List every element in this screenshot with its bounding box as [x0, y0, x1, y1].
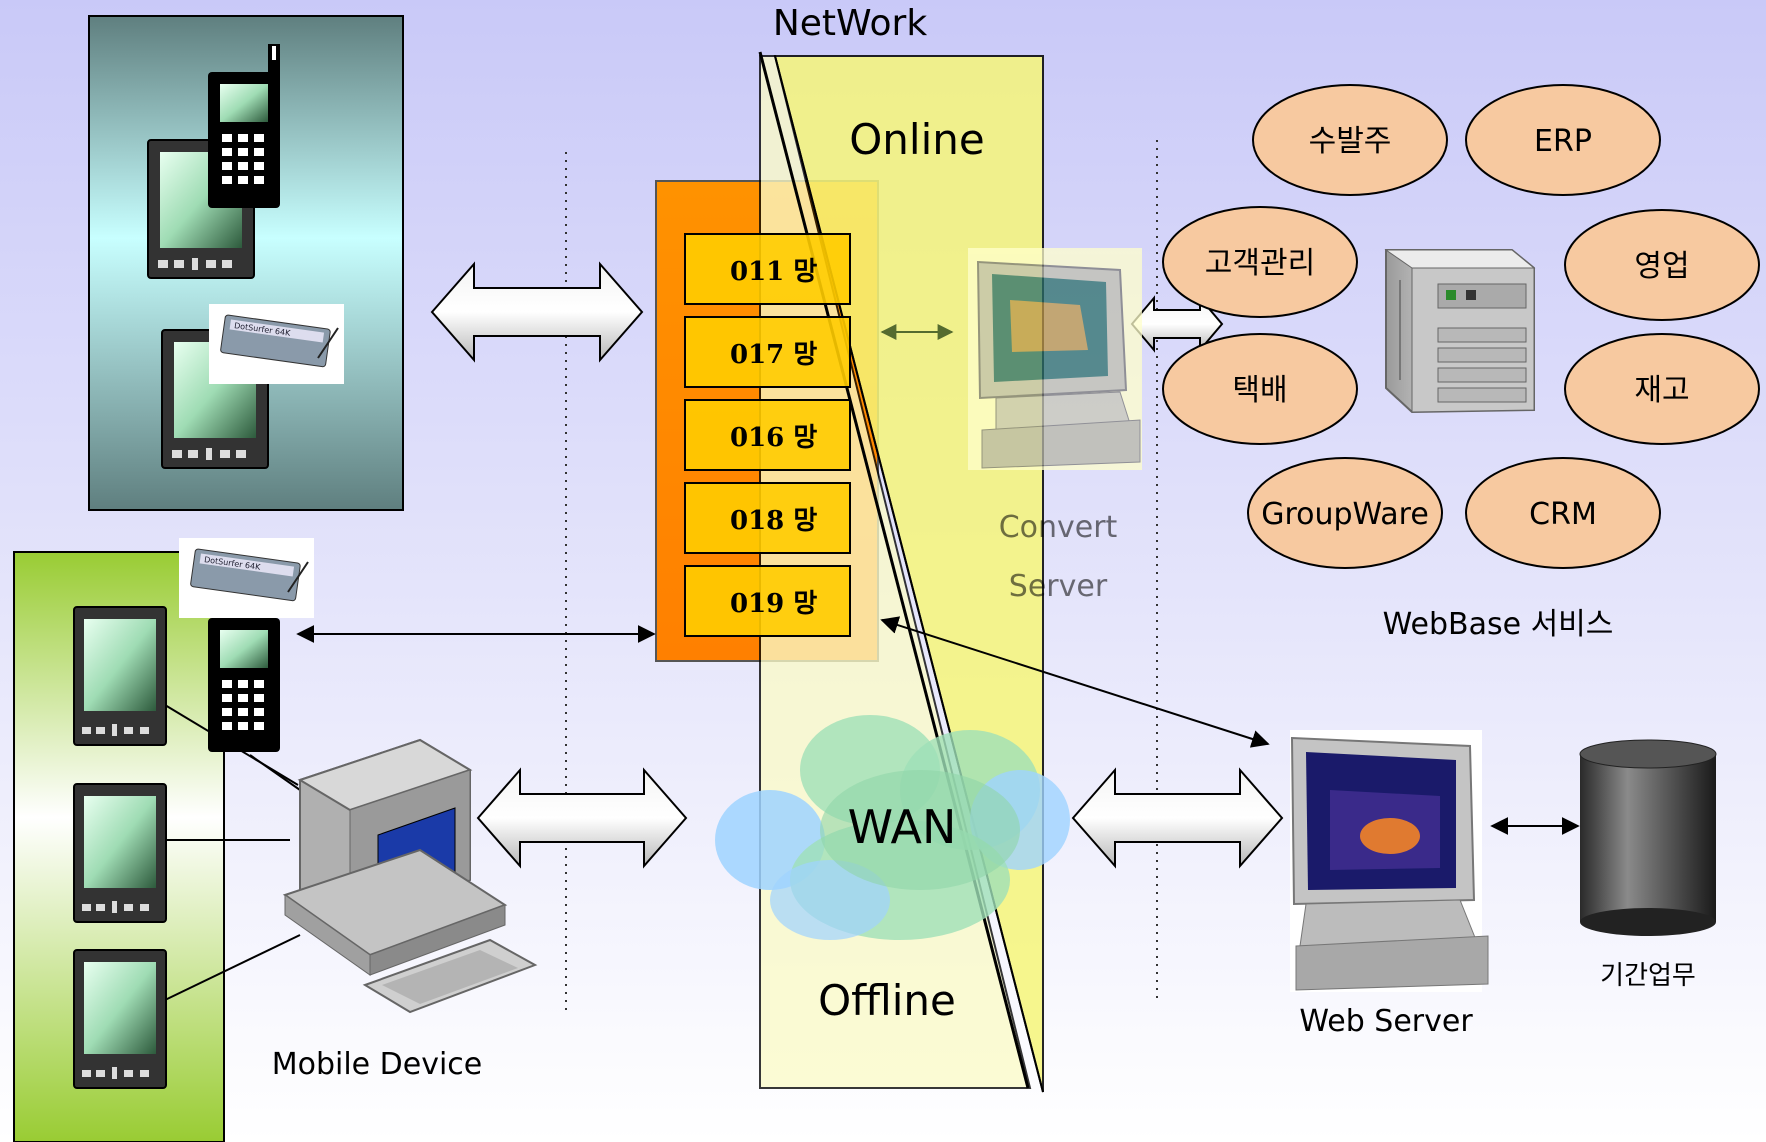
- network-box-label: 011 망: [730, 257, 817, 287]
- service-label: GroupWare: [1261, 497, 1429, 532]
- database-icon: [1579, 739, 1717, 936]
- service-ellipse: [1252, 84, 1448, 196]
- convert-server-icon: [968, 248, 1142, 470]
- bidirectional-arrow-convert-services: [1130, 295, 1224, 353]
- network-box-label: 018 망: [730, 506, 817, 536]
- network-column: [655, 51, 1070, 1093]
- desktop-pc-icon: [282, 738, 538, 1014]
- network-box: [684, 565, 851, 637]
- network-box: [684, 399, 851, 471]
- mobile-device-label: Mobile Device: [272, 1047, 483, 1082]
- pda-icon: [73, 949, 167, 1089]
- cell-phone-icon: [208, 618, 280, 752]
- web-server-label: Web Server: [1299, 1004, 1473, 1039]
- service-label: 영업: [1634, 249, 1689, 284]
- network-box: [684, 233, 851, 305]
- mobile-panel-top: DotSurfer 64K: [88, 15, 404, 511]
- wan-cloud: [715, 715, 1070, 940]
- service-ellipse: [1162, 206, 1358, 318]
- bidirectional-arrow-pc-wan: [476, 767, 688, 869]
- network-box-label: 016 망: [730, 423, 817, 453]
- network-box: [684, 316, 851, 388]
- service-ellipse: [1564, 333, 1760, 445]
- convert-server-label-line2: Server: [1009, 569, 1108, 604]
- wan-label: WAN: [848, 800, 957, 854]
- modem-card-icon: DotSurfer 64K: [209, 304, 344, 384]
- server-tower-icon: [1384, 249, 1536, 414]
- convert-server-label-line1: Convert: [999, 510, 1118, 545]
- network-box-label: 017 망: [730, 340, 817, 370]
- service-ellipse: [1465, 84, 1661, 196]
- arrow-network-to-webserver: [880, 616, 1270, 748]
- mobile-panel-bottom: DotSurfer 64K: [13, 538, 314, 1142]
- network-box-label: 019 망: [730, 589, 817, 619]
- network-list: 011 망 017 망 016 망 018 망 019 망: [684, 233, 851, 637]
- service-ellipse: [1465, 457, 1661, 569]
- service-label: 택배: [1232, 373, 1287, 408]
- pda-icon: [73, 783, 167, 923]
- webbase-label: WebBase 서비스: [1383, 607, 1614, 642]
- service-label: 수발주: [1309, 124, 1392, 159]
- modem-card-icon: DotSurfer 64K: [179, 538, 314, 618]
- service-ellipse: [1162, 333, 1358, 445]
- network-title: NetWork: [773, 3, 928, 44]
- service-label: ERP: [1534, 124, 1592, 159]
- service-label: CRM: [1529, 497, 1597, 532]
- service-ellipse: [1564, 209, 1760, 321]
- service-label: 고객관리: [1205, 246, 1315, 281]
- online-label: Online: [849, 115, 984, 164]
- cell-phone-icon: [208, 44, 280, 208]
- pda-icon: [73, 606, 167, 746]
- bidirectional-arrow-mobile-network: [430, 261, 644, 363]
- service-ellipse: [1247, 457, 1443, 569]
- web-server-icon: [1290, 730, 1489, 992]
- offline-label: Offline: [818, 976, 956, 1025]
- db-label: 기간업무: [1600, 961, 1696, 991]
- bidirectional-arrow-wan-webserver: [1071, 767, 1284, 869]
- service-label: 재고: [1634, 373, 1689, 408]
- network-box: [684, 482, 851, 554]
